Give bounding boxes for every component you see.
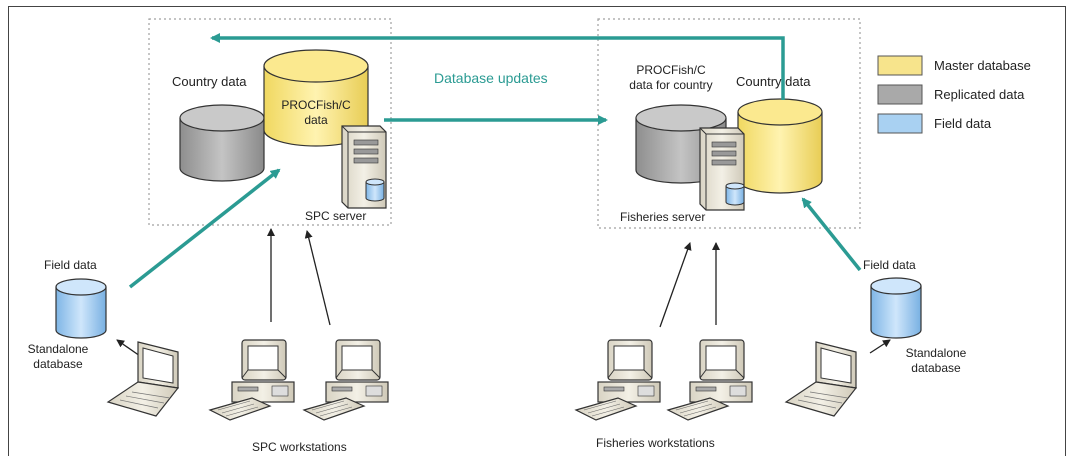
right-country-master-cylinder: [737, 98, 823, 194]
fisheries-server-label: Fisheries server: [620, 210, 706, 224]
legend-swatch-replicated: [877, 84, 923, 105]
diagram-frame: [8, 6, 1066, 456]
right-field-upload-arrow: [801, 197, 862, 272]
spc-server-db-icon: [365, 178, 385, 202]
right-standalone-label-line2: database: [911, 361, 961, 375]
right-country-data-label: Country data: [736, 74, 811, 89]
right-procfish-label-line1: PROCFish/C: [636, 63, 706, 77]
left-country-data-label: Country data: [172, 74, 247, 89]
sync-back-arrow: [210, 33, 785, 100]
right-laptop-icon: [785, 341, 857, 417]
spc-workstations-label: SPC workstations: [252, 440, 347, 454]
legend-label-replicated: Replicated data: [934, 87, 1025, 102]
legend-label-master: Master database: [934, 58, 1031, 73]
right-laptop-arrow: [869, 339, 891, 354]
left-field-data-label: Field data: [44, 258, 97, 272]
right-field-data-label: Field data: [863, 258, 916, 272]
right-field-data-cylinder: [870, 277, 922, 339]
left-standalone-label-line2: database: [33, 357, 83, 371]
fisheries-workstations-label: Fisheries workstations: [596, 436, 715, 450]
fish-ws1-arrow: [659, 242, 692, 328]
fisheries-server-db-icon: [725, 182, 745, 206]
fisheries-workstation-1-icon: [575, 339, 661, 421]
spc-workstation-2-icon: [303, 339, 389, 421]
left-laptop-icon: [107, 341, 179, 417]
spc-ws2-arrow: [304, 230, 331, 326]
left-laptop-arrow: [116, 339, 141, 357]
right-standalone-label-line1: Standalone: [905, 346, 967, 360]
left-procfish-label-line2: data: [304, 113, 328, 127]
spc-server-zone: [148, 18, 392, 226]
fisheries-server-zone: [597, 18, 861, 229]
legend-swatch-field: [877, 113, 923, 134]
legend-swatch-master: [877, 55, 923, 76]
left-field-upload-arrow: [128, 168, 281, 289]
spc-workstation-1-icon: [209, 339, 295, 421]
left-procfish-label-line1: PROCFish/C: [281, 98, 351, 112]
left-country-data-cylinder: [179, 104, 265, 182]
fisheries-workstation-2-icon: [667, 339, 753, 421]
right-procfish-label-line2: data for country: [629, 78, 713, 92]
spc-server-label: SPC server: [305, 209, 367, 223]
left-standalone-label-line1: Standalone: [27, 342, 89, 356]
legend-label-field: Field data: [934, 116, 992, 131]
database-updates-label: Database updates: [434, 70, 548, 86]
left-field-data-cylinder: [55, 278, 107, 339]
